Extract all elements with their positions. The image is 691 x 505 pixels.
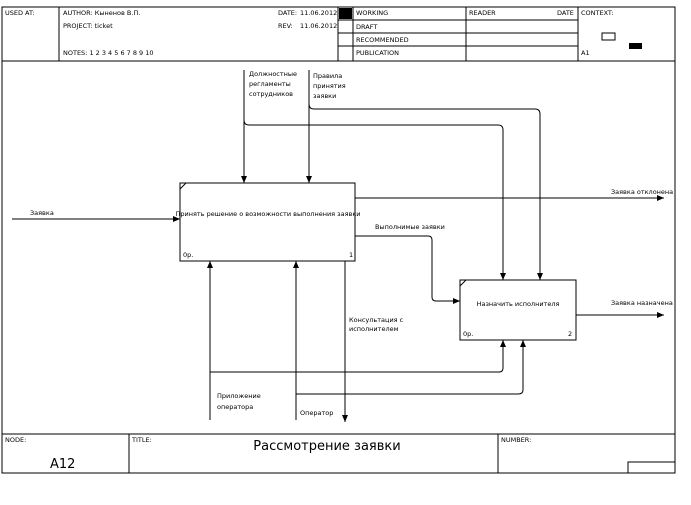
- diagram-area-frame: [1, 61, 676, 434]
- context-box-filled: [629, 43, 642, 49]
- label-mechanism-app: Приложение оператора: [217, 392, 263, 411]
- arrow-control-regulations-branch[interactable]: [243, 119, 506, 280]
- activity-box-1[interactable]: Принять решение о возможности выполнения…: [176, 182, 361, 262]
- working-status-marker: [339, 8, 352, 19]
- status-draft: DRAFT: [356, 23, 377, 31]
- context-node: A1: [581, 49, 590, 57]
- footer-frame: [1, 433, 676, 474]
- date-label: DATE:: [278, 9, 297, 17]
- activity-box-2-number: 2: [568, 330, 572, 338]
- rev-value: 11.06.2012: [300, 22, 337, 30]
- label-input-request: Заявка: [30, 209, 54, 217]
- arrow-control-rules-branch[interactable]: [308, 103, 543, 280]
- author-label: AUTHOR: Кыненов В.П.: [63, 9, 140, 17]
- used-at-label: USED AT:: [5, 9, 34, 17]
- context-label: CONTEXT:: [581, 9, 613, 17]
- label-mechanism-operator: Оператор: [300, 409, 333, 417]
- project-label: PROJECT: ticket: [63, 22, 113, 30]
- number-label: NUMBER:: [501, 436, 531, 444]
- date-value: 11.06.2012: [300, 9, 337, 17]
- activity-box-2-label: Назначить исполнителя: [477, 300, 560, 308]
- header-frame: [1, 6, 676, 62]
- label-control-regulations: Должностные регламенты сотрудников: [249, 70, 299, 98]
- activity-box-2-cost: 0р.: [463, 330, 473, 338]
- arrow-accepted-requests[interactable]: [355, 235, 460, 304]
- status-recommended: RECOMMENDED: [356, 36, 409, 44]
- label-consultation: Консультация с исполнителем: [349, 316, 405, 333]
- reader-date-label: DATE: [557, 9, 574, 17]
- label-accepted-requests: Выполнимые заявки: [375, 223, 445, 231]
- node-label: NODE:: [5, 436, 26, 444]
- title-label: TITLE:: [131, 436, 152, 444]
- rev-label: REV:: [278, 22, 293, 30]
- diagram-title: Рассмотрение заявки: [253, 439, 400, 454]
- activity-box-1-label: Принять решение о возможности выполнения…: [176, 210, 361, 218]
- reader-label: READER: [469, 9, 496, 17]
- status-publication: PUBLICATION: [356, 49, 399, 57]
- status-working: WORKING: [356, 9, 388, 17]
- notes-label: NOTES: 1 2 3 4 5 6 7 8 9 10: [63, 49, 154, 57]
- label-output-assigned: Заявка назначена: [611, 299, 673, 307]
- node-value: A12: [50, 457, 75, 472]
- activity-box-2[interactable]: Назначить исполнителя 0р. 2: [459, 279, 577, 341]
- label-output-rejected: Заявка отклонена: [611, 188, 673, 196]
- arrow-mechanism-operator-branch[interactable]: [296, 340, 526, 395]
- arrow-mechanism-app-branch[interactable]: [210, 340, 506, 373]
- activity-box-1-number: 1: [349, 251, 353, 259]
- context-box-outline: [601, 32, 616, 41]
- label-control-rules: Правила принятия заявки: [313, 72, 348, 100]
- activity-box-1-cost: 0р.: [183, 251, 193, 259]
